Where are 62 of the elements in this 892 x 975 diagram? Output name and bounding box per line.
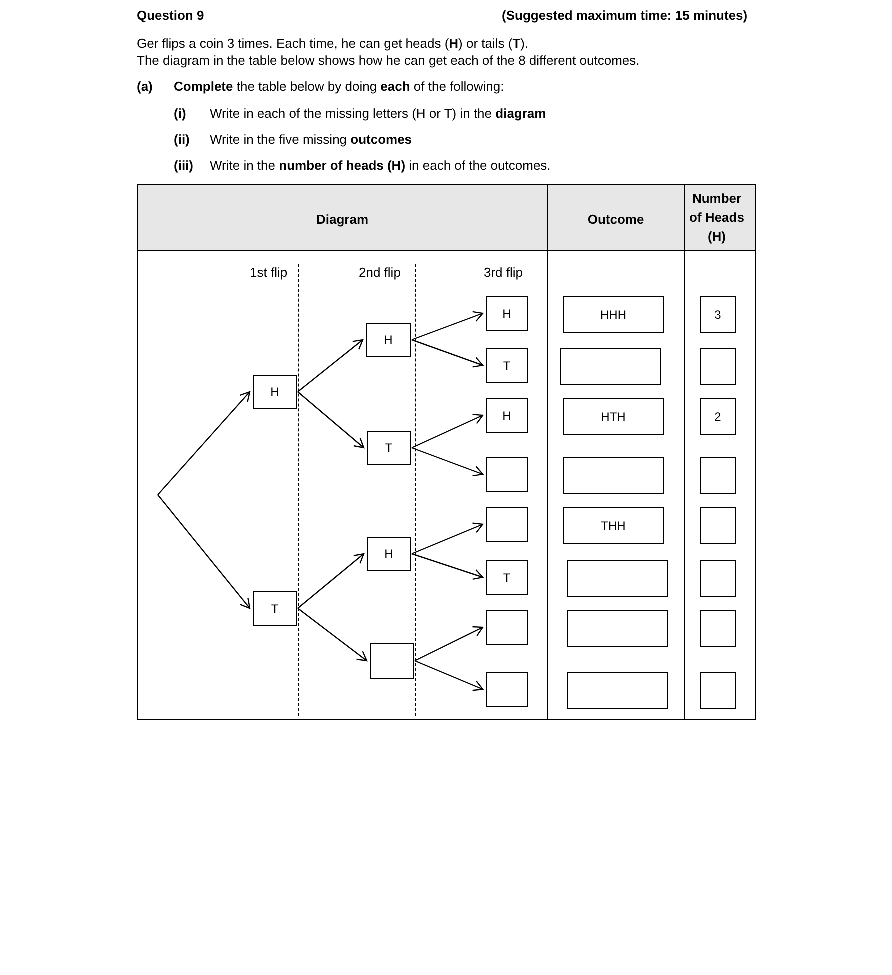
column-heading: Number of Heads (H) [688,190,746,246]
answer-box: THH [563,507,664,544]
arrow [412,414,484,449]
arrow [412,311,484,341]
instruction-text: Complete the table below by doing each of the following: [174,79,504,95]
instruction-text: Write in the number of heads (H) in each of the outcomes. [210,158,551,174]
arrow [412,339,484,368]
column-heading: 3rd flip [484,265,524,281]
question-text: Ger flips a coin 3 times. Each time, he can get heads (H) or tails (T). [137,36,529,52]
arrow [412,553,484,580]
column-heading: 1st flip [250,265,288,281]
letter-box [486,507,528,542]
answer-box [700,560,736,597]
sub-part-label: (iii) [174,158,194,174]
column-heading: Outcome [586,211,646,229]
letter-box [486,457,528,492]
sub-part-label: (ii) [174,132,190,148]
letter-box: H [486,296,528,331]
answer-box [700,348,736,385]
letter-box: T [486,348,528,383]
column-heading: Diagram [315,211,370,229]
letter-box: T [367,431,411,465]
question-title: Question 9 [137,8,204,24]
arrow [298,339,364,392]
column-heading: 2nd flip [359,265,401,281]
arrow [298,608,368,662]
answer-box [567,610,668,647]
arrow [412,522,484,555]
question-text: The diagram in the table below shows how he can get each of the 8 different outcomes. [137,53,640,69]
instruction-text: Write in the five missing outcomes [210,132,412,148]
answer-box: HHH [563,296,664,333]
letter-box: H [253,375,297,409]
answer-box [700,457,736,494]
arrow [298,392,365,449]
arrow [412,447,484,477]
sub-part-label: (i) [174,106,186,122]
letter-box: T [486,560,528,595]
time-note: (Suggested maximum time: 15 minutes) [502,8,748,24]
arrow [414,626,484,662]
answer-box: HTH [563,398,664,435]
letter-box: H [367,537,411,571]
arrow [298,553,365,609]
arrow [158,391,251,496]
instruction-text: Write in each of the missing letters (H or T) in the diagram [210,106,546,122]
letter-box: T [253,591,297,626]
answer-box: 3 [700,296,736,333]
answer-box [563,457,664,494]
answer-box [700,672,736,709]
letter-box: H [366,323,411,357]
answer-box [567,560,668,597]
answer-box [567,672,668,709]
letter-box [486,610,528,645]
answer-box [560,348,661,385]
answer-box [700,610,736,647]
letter-box: H [486,398,528,433]
answer-box: 2 [700,398,736,435]
arrow [158,494,251,610]
answer-box [700,507,736,544]
letter-box [486,672,528,707]
part-label: (a) [137,79,153,95]
arrow [414,660,484,692]
letter-box [370,643,414,679]
